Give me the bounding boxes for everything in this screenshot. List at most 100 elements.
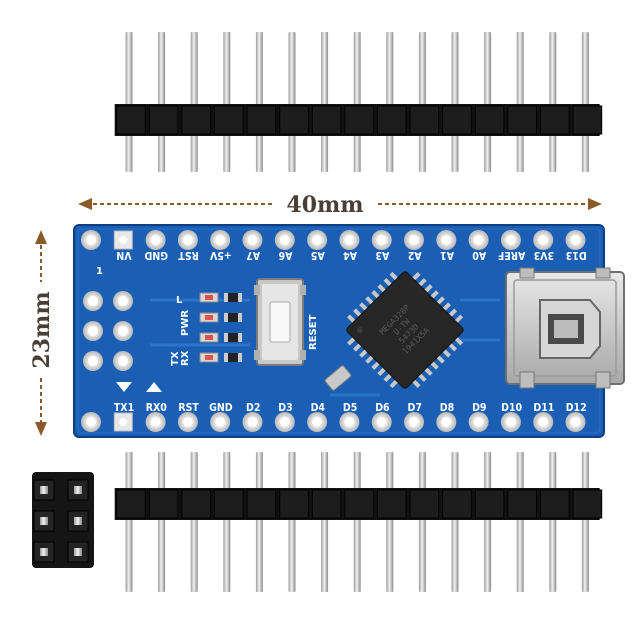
header-pin (418, 452, 426, 592)
pad-hole (474, 236, 483, 244)
icsp-pin (74, 486, 82, 494)
led-label-rx: RX (180, 350, 191, 366)
icsp-pin (74, 548, 82, 556)
bottom-pin-label: D10 (501, 402, 522, 414)
header-pin (451, 32, 459, 172)
top-pin-label: A7 (246, 249, 260, 261)
pad-hole (87, 236, 95, 244)
pad-hole (87, 418, 95, 426)
header-pin (321, 452, 329, 592)
top-pin-label: A4 (343, 249, 357, 261)
height-dimension: 23mm (29, 230, 55, 436)
icsp-pin (74, 517, 82, 525)
top-pin-label: +5V (209, 249, 231, 261)
pad-hole (216, 418, 225, 426)
top-pin-label: A2 (408, 249, 422, 261)
pad-hole (345, 236, 354, 244)
pad-hole (280, 236, 289, 244)
header-pin (581, 32, 589, 172)
pad-hole (216, 236, 225, 244)
pad-hole (506, 236, 515, 244)
header-segment (442, 489, 472, 519)
pad-hole (151, 418, 160, 426)
pad-hole (313, 418, 322, 426)
header-pin (223, 452, 231, 592)
header-segment (116, 105, 146, 135)
top-pin-label: A3 (375, 249, 389, 261)
header-segment (181, 489, 211, 519)
bottom-pin-label: D2 (246, 402, 260, 414)
pad-hole (248, 236, 257, 244)
header-segment (279, 105, 309, 135)
led-labels: L PWR TX RX (170, 295, 191, 366)
pad-hole (119, 236, 128, 244)
header-segment (246, 105, 277, 135)
height-label: 23mm (29, 291, 55, 368)
header-segment (409, 489, 440, 519)
icsp-pin (40, 517, 48, 525)
header-pin (549, 452, 557, 592)
header-segment (181, 105, 211, 135)
header-segment (246, 489, 277, 519)
pad-hole (89, 357, 97, 365)
pad-hole (442, 418, 451, 426)
pad-hole (313, 236, 322, 244)
header-pin (255, 452, 263, 592)
usb-connector (505, 267, 625, 389)
bottom-pin-label: RST (178, 402, 199, 414)
bottom-pin-label: D4 (311, 402, 326, 414)
header-pin (255, 32, 263, 172)
top-pin-label: A0 (472, 249, 486, 261)
pad-hole (539, 418, 548, 426)
header-pin (288, 452, 296, 592)
pad-hole (410, 236, 418, 244)
bottom-pin-pads (81, 412, 586, 432)
icsp-pin-header (32, 472, 94, 568)
header-pin (223, 32, 231, 172)
bottom-pin-header (114, 452, 603, 592)
header-pin (451, 452, 459, 592)
pad-hole (119, 418, 128, 426)
header-pin (190, 452, 198, 592)
crystal (324, 365, 352, 391)
triangle-marker (116, 382, 132, 392)
bottom-pin-label: D5 (343, 402, 357, 414)
header-pin (353, 32, 361, 172)
pad-hole (89, 327, 97, 335)
top-pin-pads (81, 230, 586, 250)
top-pin-label: RST (178, 249, 199, 261)
header-segment (474, 489, 505, 519)
header-pin (484, 32, 492, 172)
header-segment (311, 105, 342, 135)
header-segment (344, 489, 374, 519)
header-segment (344, 105, 374, 135)
header-segment (148, 489, 179, 519)
led-label-pwr: PWR (180, 310, 191, 336)
pad-hole (377, 236, 386, 244)
triangle-marker (146, 382, 162, 392)
top-pin-label: A6 (278, 249, 292, 261)
header-pin (158, 452, 166, 592)
header-pin (353, 452, 361, 592)
pad-hole (539, 236, 548, 244)
top-pin-label: VN (116, 249, 131, 261)
status-leds (199, 292, 242, 363)
header-pin (321, 32, 329, 172)
header-pin (190, 32, 198, 172)
header-pin (386, 32, 394, 172)
header-segment (214, 105, 244, 135)
pad-hole (183, 236, 192, 244)
header-segment (507, 105, 537, 135)
header-segment (540, 105, 570, 135)
reset-label: RESET (308, 314, 319, 350)
pad-hole (119, 327, 127, 335)
pad-hole (345, 418, 354, 426)
header-segment (409, 105, 440, 135)
bottom-pin-label: D6 (375, 402, 390, 414)
header-segment (507, 489, 537, 519)
header-segment (311, 489, 342, 519)
header-segment (442, 105, 472, 135)
